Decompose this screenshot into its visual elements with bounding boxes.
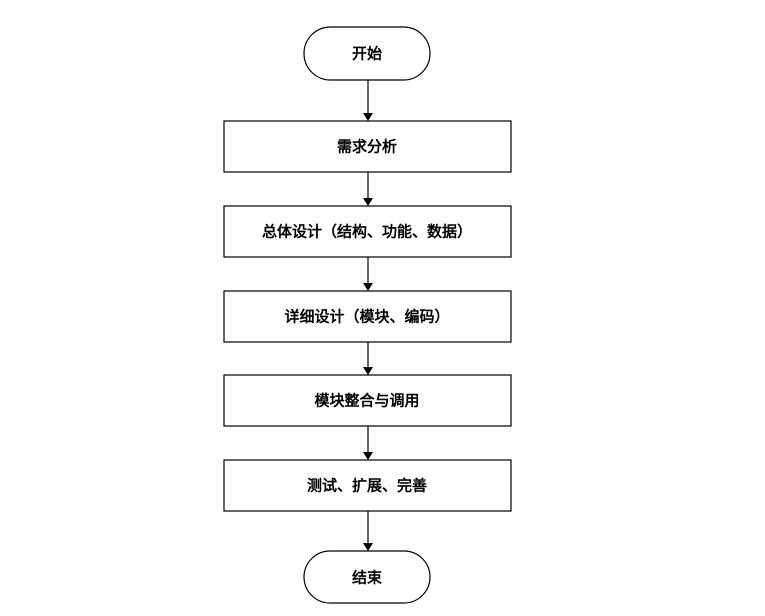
start-terminal-shape [303,26,431,81]
start-node: 开始 [303,26,431,81]
process-box [223,120,512,173]
process-step-detailed-design: 详细设计（模块、编码） [223,290,512,343]
process-step-label: 总体设计（结构、功能、数据） [262,223,472,241]
arrowhead-step1-to-step2 [363,198,373,206]
process-step-module-integration: 模块整合与调用 [223,374,512,427]
process-box [223,374,512,427]
arrowhead-step5-to-end [363,543,373,551]
end-node: 结束 [303,550,431,604]
arrowhead-step2-to-step3 [363,283,373,291]
process-step-label: 模块整合与调用 [314,392,419,410]
process-step-testing: 测试、扩展、完善 [223,459,512,512]
process-step-requirements: 需求分析 [223,120,512,173]
process-box [223,205,512,258]
process-step-label: 需求分析 [337,138,397,156]
arrowhead-step3-to-step4 [363,367,373,375]
arrowhead-start-to-step1 [363,113,373,121]
arrowhead-step4-to-step5 [363,452,373,460]
process-box [223,290,512,343]
start-label: 开始 [352,45,382,63]
flow-edges [363,80,373,551]
end-terminal-shape [303,550,431,604]
process-step-overall-design: 总体设计（结构、功能、数据） [223,205,512,258]
process-box [223,459,512,512]
end-label: 结束 [352,569,383,587]
process-step-label: 测试、扩展、完善 [307,477,427,495]
process-step-label: 详细设计（模块、编码） [284,308,449,326]
